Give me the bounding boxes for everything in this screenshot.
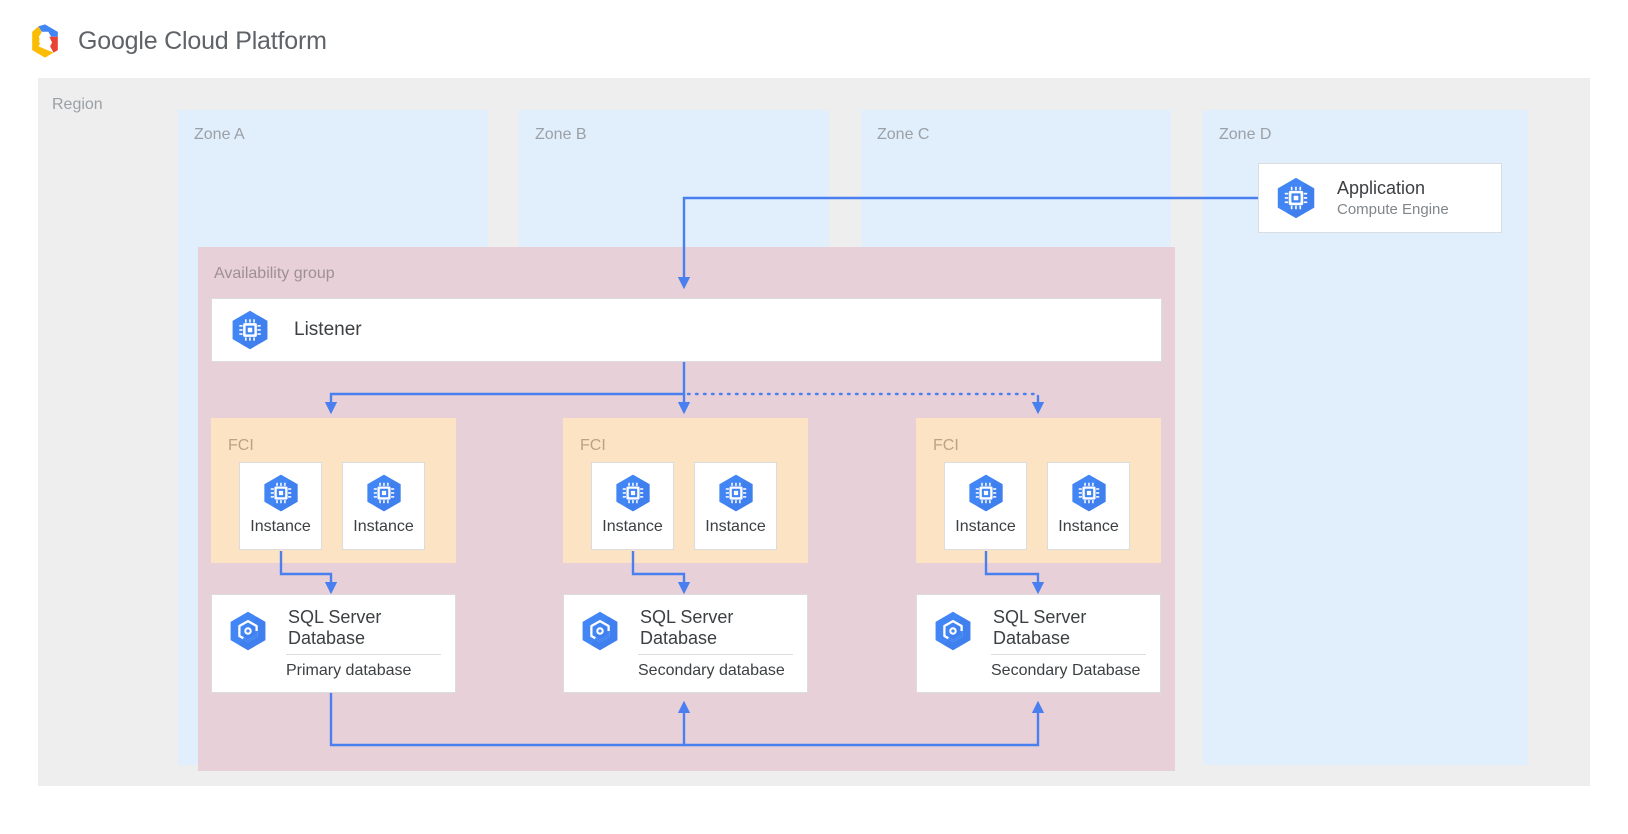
brand-google: Google — [78, 26, 158, 55]
compute-engine-icon — [1071, 474, 1106, 512]
fci-group-b-label: FCI — [580, 437, 606, 454]
fci-group-c-label: FCI — [933, 437, 959, 454]
listener-title: Listener — [294, 319, 362, 340]
brand-cloud-platform: Cloud Platform — [157, 26, 327, 55]
sql-server-database-icon — [935, 611, 971, 651]
availability-group-label: Availability group — [214, 265, 335, 282]
brand-text: Google Cloud Platform — [78, 27, 327, 56]
divider — [286, 654, 441, 655]
application-title: Application — [1337, 177, 1426, 198]
divider — [638, 654, 793, 655]
instance-label: Instance — [353, 518, 414, 535]
sql-database-role: Primary database — [286, 662, 412, 679]
sql-server-database-icon — [230, 611, 266, 651]
listener-card[interactable]: Listener — [211, 298, 1162, 362]
sql-database-header: SQL Server Database — [212, 595, 455, 653]
page-header: Google Cloud Platform — [0, 0, 1628, 78]
sql-database-card[interactable]: SQL Server Database Secondary Database — [916, 594, 1161, 693]
zone-d-label: Zone D — [1219, 126, 1272, 143]
instance-card[interactable]: Instance — [239, 462, 322, 550]
compute-engine-icon — [232, 310, 268, 350]
gcp-hexagon-logo-icon — [32, 24, 58, 58]
sql-database-header: SQL Server Database — [564, 595, 807, 653]
instance-label: Instance — [602, 518, 663, 535]
zone-a-label: Zone A — [194, 126, 245, 143]
sql-database-card[interactable]: SQL Server Database Primary database — [211, 594, 456, 693]
fci-group-a-label: FCI — [228, 437, 254, 454]
instance-label: Instance — [955, 518, 1016, 535]
sql-database-role: Secondary database — [638, 662, 785, 679]
sql-database-header: SQL Server Database — [917, 595, 1160, 653]
sql-server-database-icon — [582, 611, 618, 651]
instance-label: Instance — [705, 518, 766, 535]
instance-card[interactable]: Instance — [1047, 462, 1130, 550]
instance-label: Instance — [1058, 518, 1119, 535]
brand: Google Cloud Platform — [26, 22, 327, 60]
sql-database-title: SQL Server Database — [640, 607, 734, 648]
sql-database-card[interactable]: SQL Server Database Secondary database — [563, 594, 808, 693]
instance-label: Instance — [250, 518, 311, 535]
sql-database-title: SQL Server Database — [993, 607, 1087, 648]
application-card[interactable]: Application Compute Engine — [1258, 163, 1502, 233]
zone-c-label: Zone C — [877, 126, 930, 143]
instance-card[interactable]: Instance — [694, 462, 777, 550]
instance-card[interactable]: Instance — [591, 462, 674, 550]
zone-b-label: Zone B — [535, 126, 587, 143]
application-subtitle: Compute Engine — [1337, 200, 1449, 218]
sql-database-role: Secondary Database — [991, 662, 1141, 679]
compute-engine-icon — [718, 474, 753, 512]
compute-engine-icon — [968, 474, 1003, 512]
compute-engine-icon — [366, 474, 401, 512]
compute-engine-icon — [263, 474, 298, 512]
region-label: Region — [52, 96, 103, 113]
application-text: Application Compute Engine — [1337, 177, 1449, 220]
instance-card[interactable]: Instance — [342, 462, 425, 550]
compute-engine-icon — [1277, 177, 1315, 219]
instance-card[interactable]: Instance — [944, 462, 1027, 550]
divider — [991, 654, 1146, 655]
sql-database-title: SQL Server Database — [288, 607, 382, 648]
compute-engine-icon — [615, 474, 650, 512]
